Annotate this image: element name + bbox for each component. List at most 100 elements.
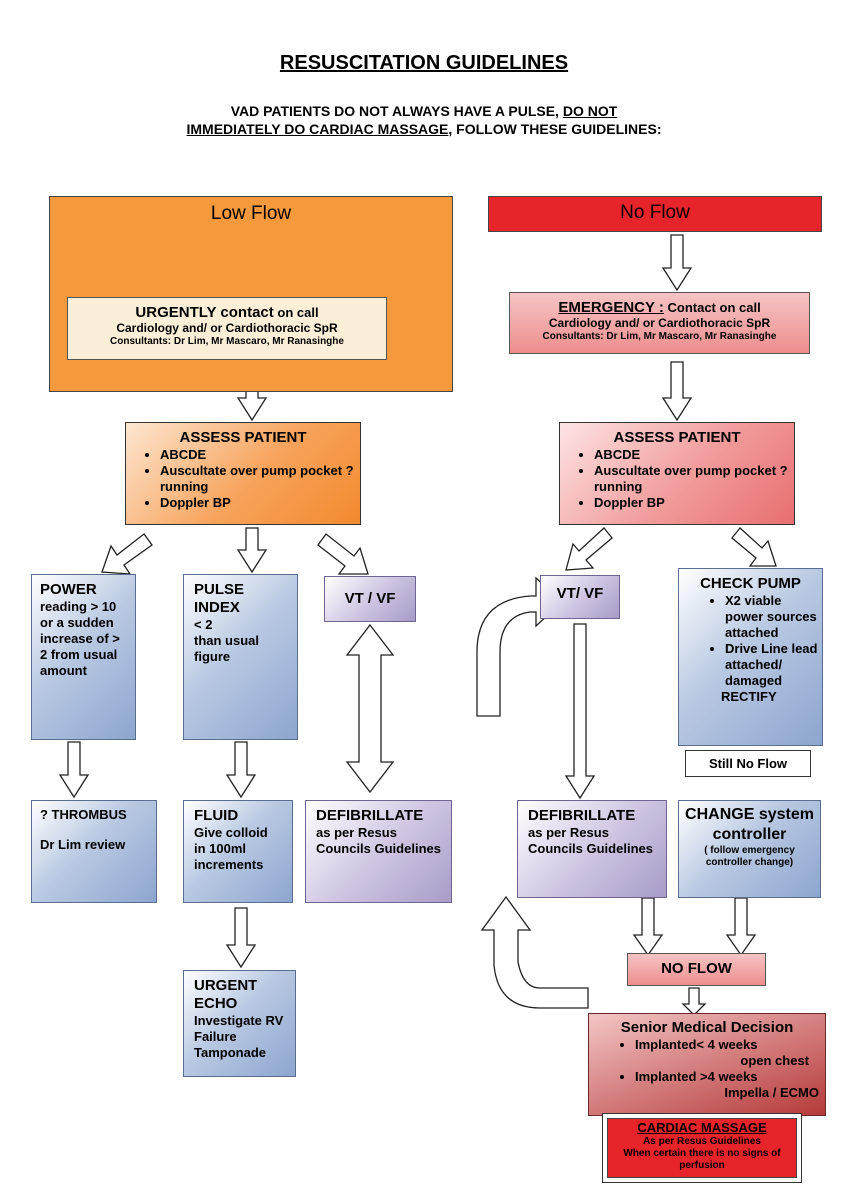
fluid-box: FLUID Give colloid in 100ml increments <box>183 800 293 903</box>
power-text: reading > 10 or a sudden increase of > 2… <box>40 599 120 678</box>
still-no-flow-label: Still No Flow <box>709 756 787 771</box>
echo-title: URGENT ECHO <box>194 977 258 1012</box>
low-flow-vtvf-box: VT / VF <box>324 576 416 622</box>
contact-rest: Contact on call <box>663 300 761 315</box>
cardiac-massage-box: CARDIAC MASSAGE As per Resus Guidelines … <box>607 1118 797 1178</box>
still-no-flow-box: Still No Flow <box>685 750 811 777</box>
check-pump-footer: RECTIFY <box>721 689 777 704</box>
senior-item: Implanted >4 weeks Impella / ECMO <box>635 1069 819 1101</box>
senior-item-b: open chest <box>740 1053 809 1068</box>
no-flow-defib-box: DEFIBRILLATE as per Resus Councils Guide… <box>517 800 667 898</box>
cardiac-massage-outer: CARDIAC MASSAGE As per Resus Guidelines … <box>602 1113 802 1183</box>
no-flow-label: NO FLOW <box>661 960 732 977</box>
check-pump-box: CHECK PUMP X2 viable power sources attac… <box>678 568 823 746</box>
pulse-index-line: < 2 <box>194 617 213 632</box>
senior-decision-box: Senior Medical Decision Implanted< 4 wee… <box>588 1013 826 1116</box>
cardiac-title: CARDIAC MASSAGE <box>637 1120 767 1135</box>
subtitle-emphasis: DO NOT <box>562 103 618 119</box>
page-title: RESUSCITATION GUIDELINES <box>279 52 569 74</box>
check-pump-item: Drive Line lead attached/ damaged <box>725 641 818 689</box>
senior-item-a: Implanted >4 weeks <box>635 1069 758 1084</box>
contact-line-3: Consultants: Dr Lim, Mr Mascaro, Mr Rana… <box>110 336 344 347</box>
check-pump-list: X2 viable power sources attached Drive L… <box>683 593 818 689</box>
echo-box: URGENT ECHO Investigate RV Failure Tampo… <box>183 970 296 1077</box>
arrow-diag-right <box>317 533 369 575</box>
vtvf-label: VT/ VF <box>556 585 604 602</box>
subtitle-text: VAD PATIENTS DO NOT ALWAYS HAVE A PULSE, <box>230 103 563 119</box>
contact-lead: EMERGENCY : <box>558 299 664 316</box>
assess-list: ABCDE Auscultate over pump pocket ? runn… <box>560 447 794 511</box>
low-flow-defib-box: DEFIBRILLATE as per Resus Councils Guide… <box>305 800 452 903</box>
senior-item: Implanted< 4 weeks open chest <box>635 1037 819 1069</box>
assess-item: Doppler BP <box>160 495 360 511</box>
power-box: POWER reading > 10 or a sudden increase … <box>31 574 136 740</box>
pulse-index-text: than usual figure <box>194 633 260 664</box>
assess-item: ABCDE <box>594 447 794 463</box>
arrow-down <box>58 741 90 799</box>
double-arrow <box>345 623 395 794</box>
arrow-down <box>225 907 257 969</box>
subtitle-line-1: VAD PATIENTS DO NOT ALWAYS HAVE A PULSE,… <box>0 103 848 119</box>
assess-item: Auscultate over pump pocket ? running <box>160 463 360 495</box>
contact-line-2: Cardiology and/ or Cardiothoracic SpR <box>548 316 771 330</box>
arrow-down <box>225 741 257 799</box>
no-flow-box: NO FLOW <box>627 953 766 986</box>
subtitle-line-2: IMMEDIATELY DO CARDIAC MASSAGE, FOLLOW T… <box>0 121 848 137</box>
no-flow-vtvf-box: VT/ VF <box>540 575 620 619</box>
pulse-index-box: PULSE INDEX < 2 than usual figure <box>183 574 298 740</box>
assess-item: ABCDE <box>160 447 360 463</box>
pulse-index-title: PULSE INDEX <box>194 581 245 616</box>
check-pump-title: CHECK PUMP <box>700 575 801 592</box>
low-flow-panel: Low Flow <box>49 196 453 392</box>
contact-line-1: URGENTLY contact on call <box>68 304 386 321</box>
defib-text: as per Resus Councils Guidelines <box>528 825 653 856</box>
change-controller-box: CHANGE system controller ( follow emerge… <box>678 800 821 898</box>
senior-list: Implanted< 4 weeks open chest Implanted … <box>595 1037 819 1101</box>
assess-title: ASSESS PATIENT <box>179 429 307 446</box>
contact-line-1: EMERGENCY : Contact on call <box>510 299 809 316</box>
thrombus-title: ? THROMBUS <box>40 807 127 822</box>
defib-title: DEFIBRILLATE <box>316 807 424 824</box>
arrow-down <box>661 234 693 292</box>
arrow-down <box>632 897 664 957</box>
power-title: POWER <box>40 581 97 598</box>
arrow-down-short <box>681 987 707 1016</box>
contact-line-3: Consultants: Dr Lim, Mr Mascaro, Mr Rana… <box>542 331 777 342</box>
arrow-diag-right <box>731 527 777 567</box>
subtitle-text: , FOLLOW THESE GUIDELINES: <box>448 121 662 137</box>
assess-title: ASSESS PATIENT <box>613 429 741 446</box>
change-title: CHANGE system controller <box>685 806 814 843</box>
cardiac-line-1: As per Resus Guidelines <box>643 1136 761 1147</box>
assess-item: Auscultate over pump pocket ? running <box>594 463 794 495</box>
defib-text: as per Resus Councils Guidelines <box>316 825 441 856</box>
contact-lead: URGENTLY contact <box>135 304 274 321</box>
low-flow-assess-box: ASSESS PATIENT ABCDE Auscultate over pum… <box>125 422 361 525</box>
defib-title: DEFIBRILLATE <box>528 807 636 824</box>
curved-arrow-up-left <box>480 895 589 1009</box>
check-pump-item: X2 viable power sources attached <box>725 593 818 641</box>
low-flow-contact-box: URGENTLY contact on call Cardiology and/… <box>67 297 387 360</box>
thrombus-text: Dr Lim review <box>40 837 126 852</box>
contact-line-2: Cardiology and/ or Cardiothoracic SpR <box>116 321 338 335</box>
no-flow-assess-box: ASSESS PATIENT ABCDE Auscultate over pum… <box>559 422 795 525</box>
senior-item-a: Implanted< 4 weeks <box>635 1037 758 1052</box>
echo-text: Investigate RV Failure Tamponade <box>194 1013 284 1060</box>
thrombus-box: ? THROMBUS Dr Lim review <box>31 800 157 903</box>
arrow-down <box>725 897 757 957</box>
fluid-text: Give colloid in 100ml increments <box>194 825 268 872</box>
change-note: ( follow emergency controller change) <box>704 845 795 868</box>
subtitle-emphasis: IMMEDIATELY DO CARDIAC MASSAGE <box>186 121 449 137</box>
no-flow-header-box: No Flow <box>488 196 822 232</box>
arrow-down-long <box>564 623 596 800</box>
arrow-diag-left <box>565 527 613 571</box>
vtvf-label: VT / VF <box>344 590 396 607</box>
assess-list: ABCDE Auscultate over pump pocket ? runn… <box>126 447 360 511</box>
arrow-diag-left <box>101 533 153 575</box>
fluid-title: FLUID <box>194 807 239 824</box>
arrow-down <box>661 361 693 422</box>
low-flow-header: Low Flow <box>210 203 292 224</box>
no-flow-contact-box: EMERGENCY : Contact on call Cardiology a… <box>509 292 810 354</box>
senior-item-b: Impella / ECMO <box>724 1085 819 1100</box>
no-flow-header: No Flow <box>620 202 690 223</box>
cardiac-line-2: When certain there is no signs of perfus… <box>623 1148 781 1171</box>
